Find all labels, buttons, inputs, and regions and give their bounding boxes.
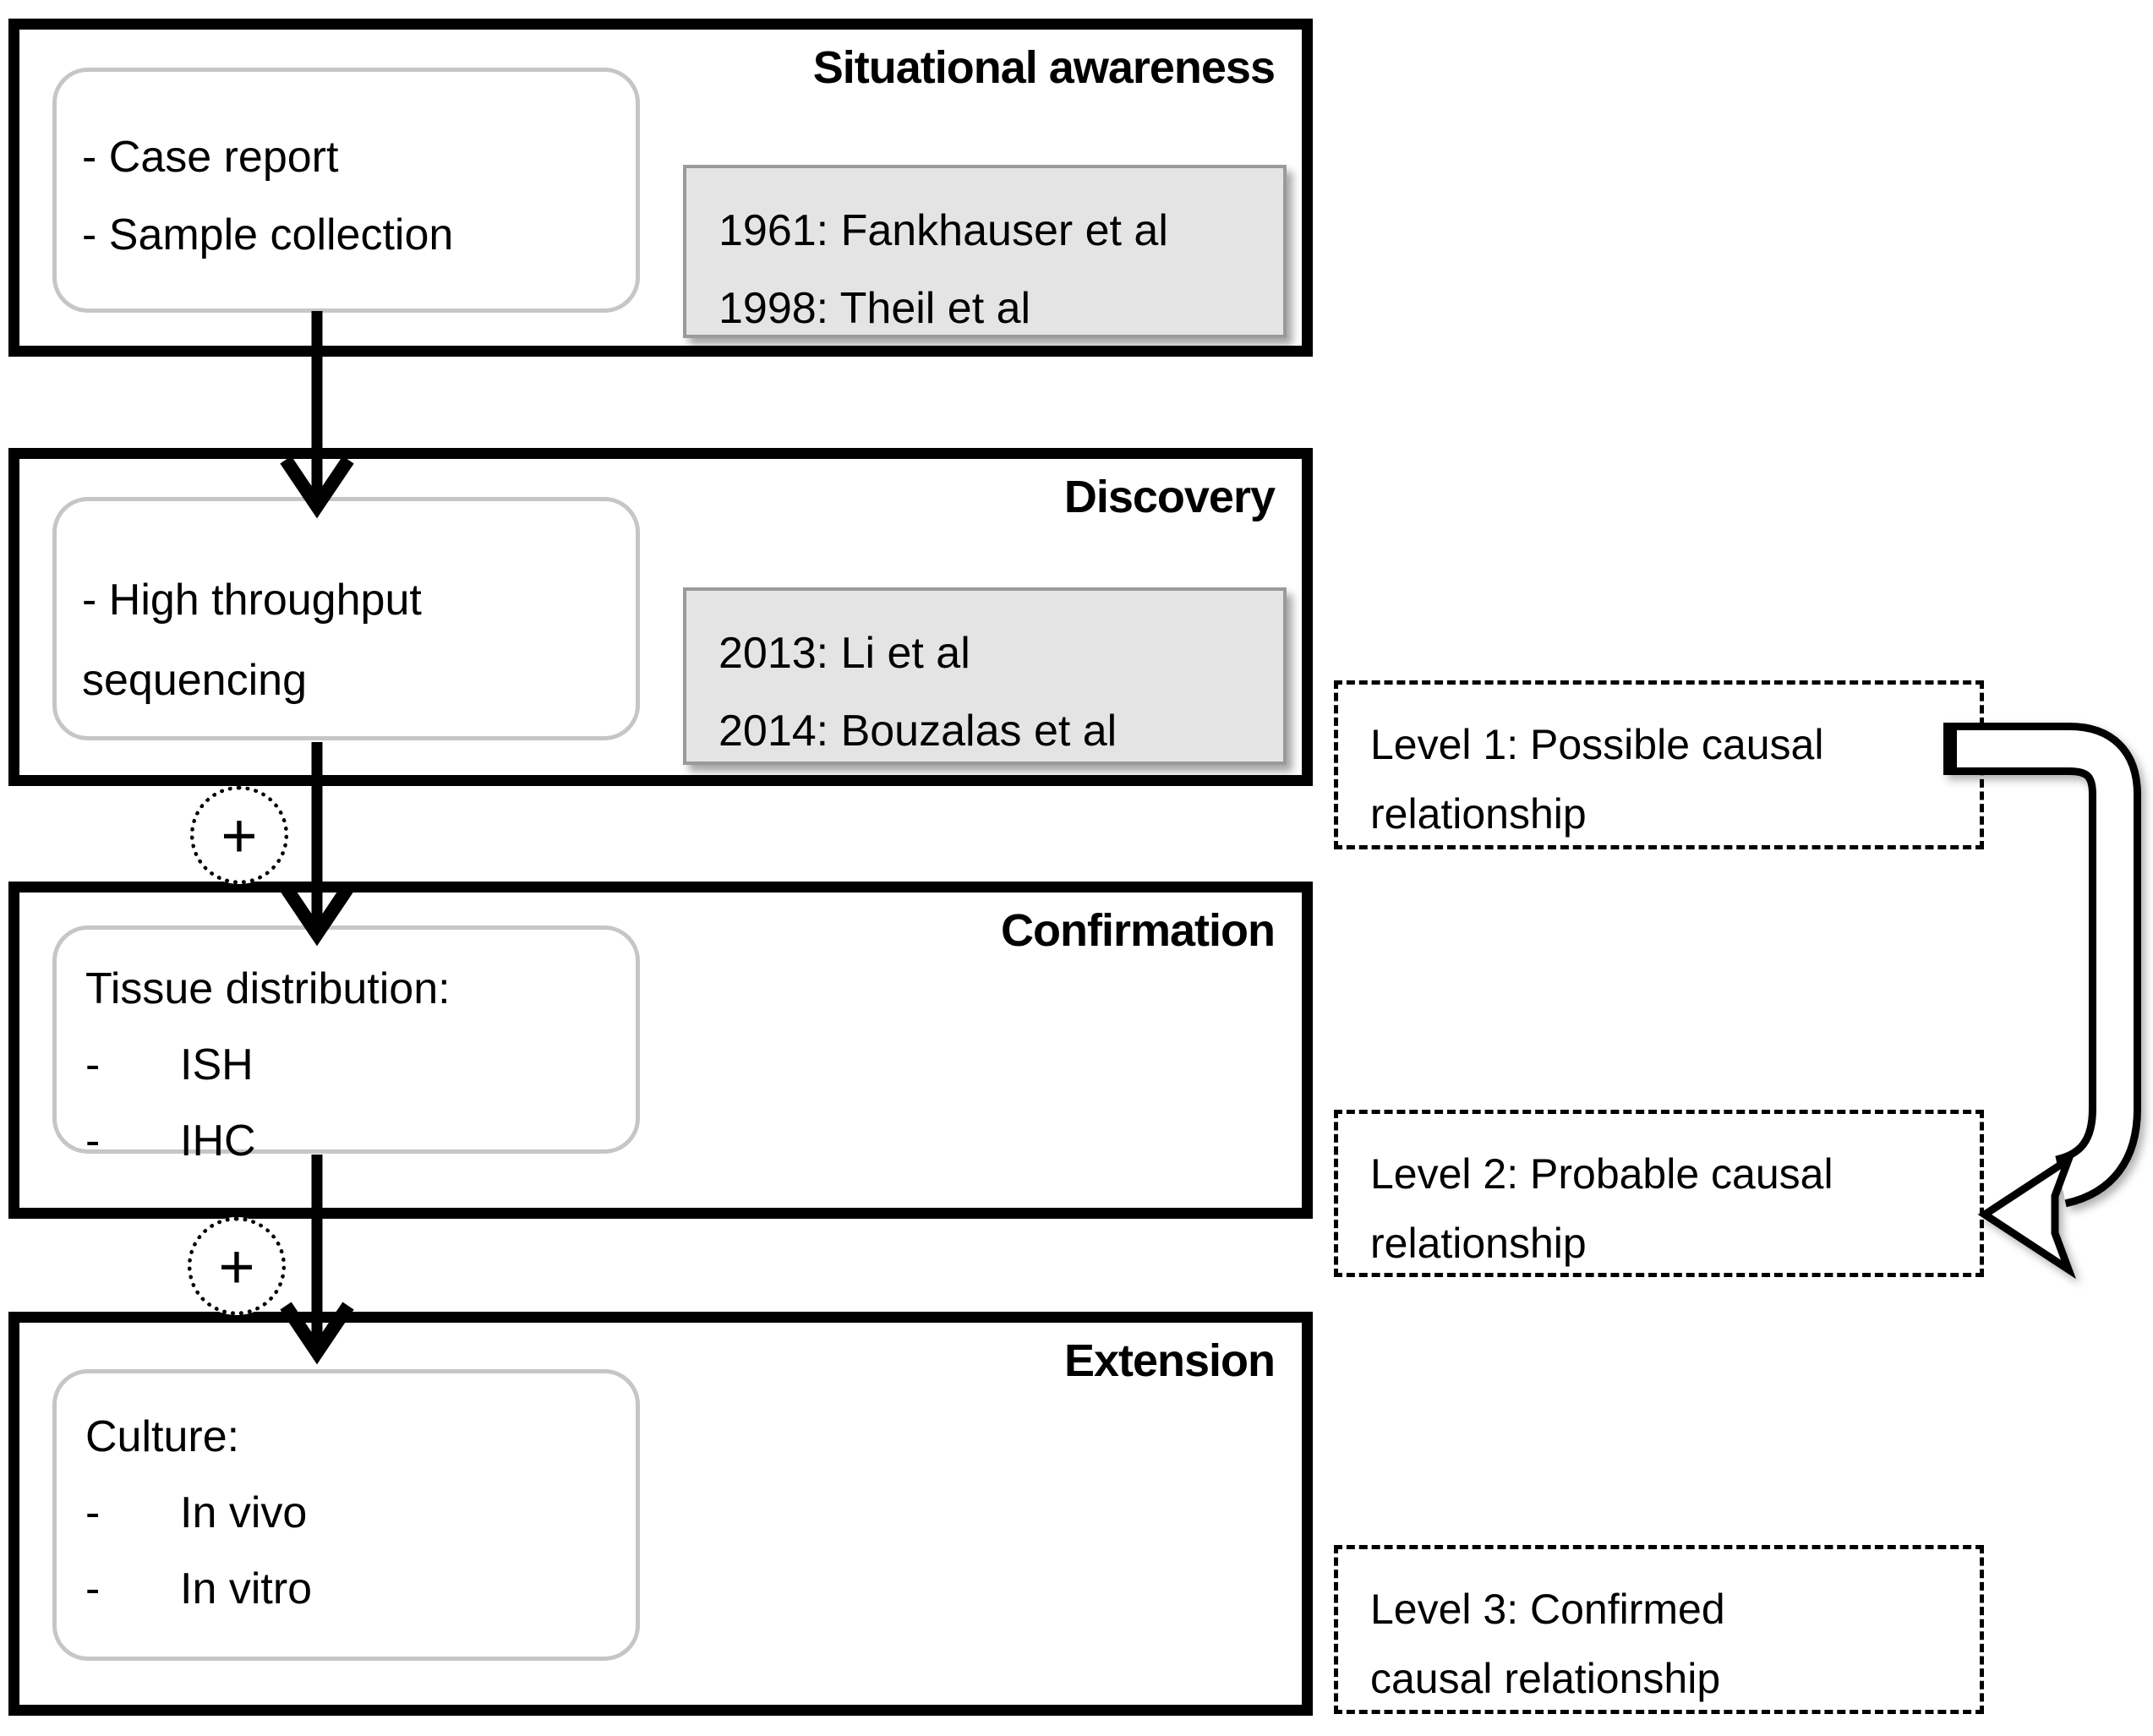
level-3-label-line2: causal relationship [1370, 1655, 1721, 1702]
method-heading: Culture: [85, 1412, 240, 1461]
method-list-item: - In vitro [57, 1551, 636, 1627]
stage-title-confirmation: Confirmation [1001, 905, 1276, 956]
stage-box-confirmation: Confirmation Tissue distribution: - ISH … [8, 882, 1313, 1219]
method-box-discovery: - High throughput sequencing [52, 497, 640, 740]
references-box-situational-awareness: 1961: Fankhauser et al 1998: Theil et al [683, 165, 1287, 338]
method-item-label: In vivo [180, 1488, 308, 1537]
reference-entry: 2013: Li et al [719, 629, 970, 678]
stage-title-discovery: Discovery [1063, 472, 1276, 522]
bullet-dash: - [85, 1564, 101, 1613]
method-item-label: ISH [180, 1040, 254, 1089]
method-line: - Sample collection [82, 210, 454, 259]
references-box-discovery: 2013: Li et al 2014: Bouzalas et al [683, 587, 1287, 765]
level-1-label-line2: relationship [1370, 790, 1587, 838]
method-list-item: - In vivo [57, 1475, 636, 1551]
method-line: - High throughput sequencing [82, 576, 422, 705]
method-item-label: In vitro [180, 1564, 313, 1613]
level-1-label-line1: Level 1: Possible causal [1370, 721, 1824, 768]
stage-title-extension: Extension [1063, 1335, 1276, 1386]
plus-icon: + [221, 800, 258, 871]
curved-arrowhead [1977, 1149, 2077, 1280]
stage-box-discovery: Discovery - High throughput sequencing 2… [8, 448, 1313, 786]
bullet-dash: - [85, 1040, 101, 1089]
method-list-item: - IHC [57, 1103, 636, 1179]
plus-connector-circle-1: + [190, 786, 288, 884]
level-1-box: Level 1: Possible causal relationship [1334, 680, 1984, 849]
stage-box-situational-awareness: Situational awareness - Case report - Sa… [8, 19, 1313, 357]
level-2-box: Level 2: Probable causal relationship [1334, 1110, 1984, 1277]
bullet-dash: - [85, 1116, 101, 1166]
method-heading: Tissue distribution: [85, 964, 451, 1013]
level-2-label-line1: Level 2: Probable causal [1370, 1150, 1833, 1198]
method-line: - Case report [82, 133, 339, 182]
bullet-dash: - [85, 1488, 101, 1537]
plus-icon: + [218, 1231, 255, 1302]
method-box-confirmation: Tissue distribution: - ISH - IHC [52, 925, 640, 1166]
method-box-situational-awareness: - Case report - Sample collection [52, 68, 640, 313]
plus-connector-circle-2: + [188, 1217, 286, 1315]
method-list-item: - ISH [57, 1027, 636, 1103]
level-3-box: Level 3: Confirmed causal relationship [1334, 1545, 1984, 1714]
stage-title-situational-awareness: Situational awareness [812, 42, 1276, 93]
method-box-extension: Culture: - In vivo - In vitro [52, 1369, 640, 1661]
reference-entry: 1961: Fankhauser et al [719, 206, 1168, 255]
reference-entry: 2014: Bouzalas et al [719, 707, 1117, 756]
level-2-label-line2: relationship [1370, 1220, 1587, 1267]
method-item-label: IHC [180, 1116, 256, 1166]
stage-box-extension: Extension Culture: - In vivo - In vitro [8, 1312, 1313, 1716]
level-3-label-line1: Level 3: Confirmed [1370, 1586, 1725, 1633]
reference-entry: 1998: Theil et al [719, 284, 1031, 333]
